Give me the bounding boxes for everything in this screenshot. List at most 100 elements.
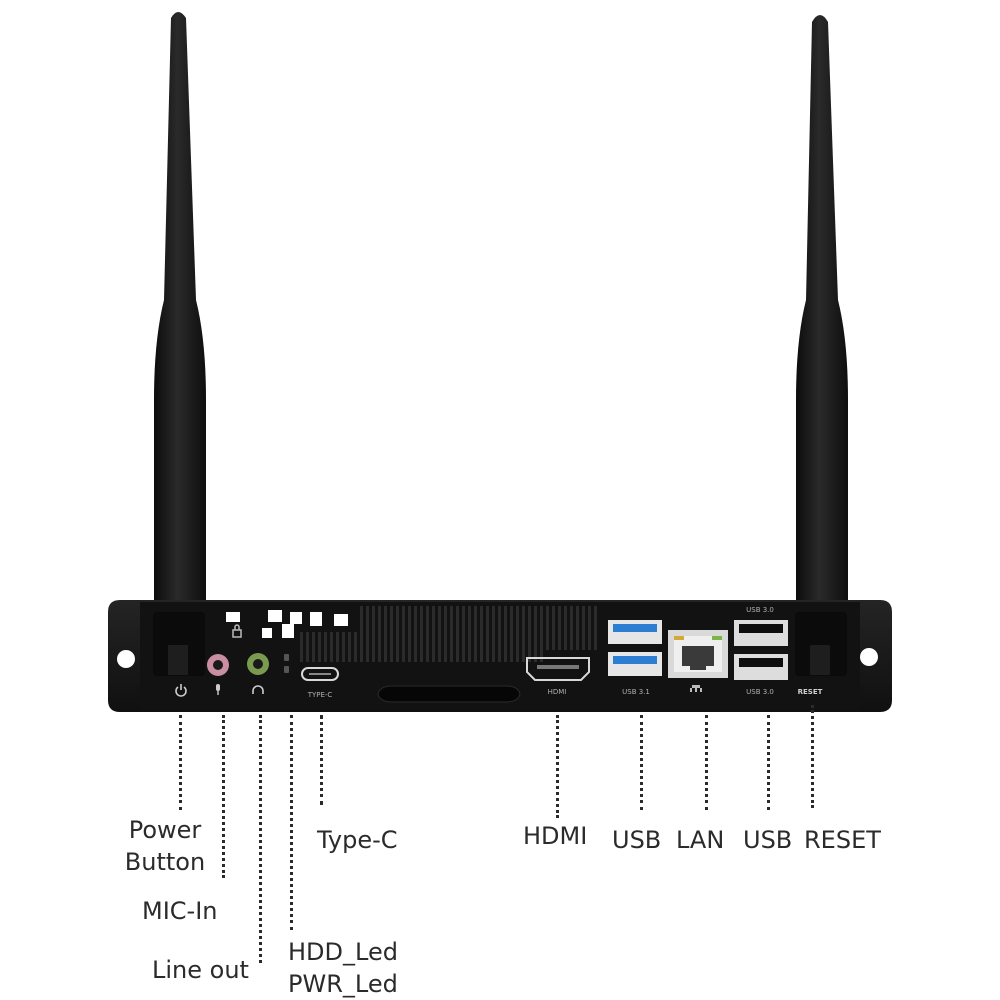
- power-icon: [175, 684, 187, 697]
- vent-slat: [450, 606, 453, 662]
- vent-slat: [594, 606, 597, 650]
- vent-slat: [534, 606, 537, 662]
- label-power-button-line2: Button: [124, 848, 206, 876]
- leader-lan: [705, 715, 708, 810]
- vent-grill: [300, 606, 597, 662]
- hdmi-port: [526, 657, 590, 681]
- panel-text-reset: RESET: [798, 688, 823, 696]
- vent-slat: [396, 606, 399, 662]
- vent-slat: [564, 606, 567, 650]
- vent-slat: [408, 606, 411, 662]
- vent-slat: [462, 606, 465, 662]
- type-c-port: [301, 667, 339, 681]
- pwr-led: [284, 666, 289, 673]
- vent-slat: [360, 606, 363, 662]
- usb-port-blue-bottom: [608, 652, 662, 676]
- left-antenna: [153, 12, 206, 675]
- leader-usb-right: [767, 715, 770, 810]
- vent-slat: [516, 606, 519, 662]
- vent-slat: [522, 606, 525, 662]
- panel-text-usb-top: USB 3.0: [746, 606, 774, 614]
- leader-line-out: [259, 715, 262, 963]
- vent-slat: [474, 606, 477, 662]
- vent-slat: [390, 606, 393, 662]
- vent-slat: [300, 632, 303, 662]
- usb-port-black-top: [734, 620, 788, 646]
- mount-hole-left: [117, 650, 135, 668]
- vent-slat: [348, 632, 351, 662]
- mic-in-jack: [207, 654, 229, 676]
- headphone-icon: [252, 685, 264, 694]
- label-reset: RESET: [804, 826, 881, 854]
- label-line-out: Line out: [152, 956, 249, 984]
- label-usb-left: USB: [612, 826, 662, 854]
- leader-power-button: [179, 715, 182, 810]
- vent-slat: [540, 606, 543, 662]
- panel-text-hdmi: HDMI: [548, 688, 567, 696]
- label-usb-right: USB: [743, 826, 793, 854]
- vent-slat: [330, 632, 333, 662]
- usb-port-black-bottom: [734, 654, 788, 680]
- stand-slot: [377, 685, 521, 703]
- vent-slat: [336, 632, 339, 662]
- vent-slat: [366, 606, 369, 662]
- vent-slat: [582, 606, 585, 650]
- label-lan: LAN: [676, 826, 725, 854]
- vent-slat: [480, 606, 483, 662]
- vent-slat: [468, 606, 471, 662]
- label-power-button-line1: Power: [128, 816, 202, 844]
- vent-slat: [498, 606, 501, 662]
- vent-slat: [378, 606, 381, 662]
- leader-type-c: [320, 715, 323, 805]
- vent-slat: [432, 606, 435, 662]
- vent-slat: [342, 632, 345, 662]
- vent-slat: [528, 606, 531, 662]
- usb-port-blue-top: [608, 620, 662, 644]
- vent-slat: [372, 606, 375, 662]
- vent-slat: [492, 606, 495, 662]
- leader-reset: [811, 705, 814, 808]
- vent-slat: [486, 606, 489, 662]
- vent-slat: [354, 632, 357, 662]
- mic-icon: [216, 684, 220, 695]
- vent-slat: [588, 606, 591, 650]
- vent-slat: [438, 606, 441, 662]
- label-mic-in: MIC-In: [142, 897, 218, 925]
- lan-port: [668, 630, 728, 678]
- leader-leds: [290, 715, 293, 930]
- mount-hole-right: [860, 648, 878, 666]
- vent-slat: [312, 632, 315, 662]
- vent-slat: [444, 606, 447, 662]
- vent-slat: [504, 606, 507, 662]
- leader-hdmi: [556, 715, 559, 818]
- label-type-c: Type-C: [317, 826, 398, 854]
- line-out-jack: [247, 653, 269, 675]
- vent-slat: [552, 606, 555, 650]
- label-hdd-led: HDD_Led: [288, 938, 398, 966]
- vent-slat: [426, 606, 429, 662]
- panel-text-usb-right: USB 3.0: [746, 688, 774, 696]
- label-power-button: Power Button: [115, 814, 215, 878]
- leader-usb-left: [640, 715, 643, 810]
- vent-slat: [510, 606, 513, 662]
- vent-slat: [420, 606, 423, 662]
- vent-slat: [546, 606, 549, 650]
- vent-slat: [414, 606, 417, 662]
- vent-slat: [306, 632, 309, 662]
- label-hdmi: HDMI: [523, 822, 588, 850]
- vent-slat: [456, 606, 459, 662]
- label-pwr-led: PWR_Led: [288, 970, 398, 998]
- vent-slat: [402, 606, 405, 662]
- panel-text-usb-left: USB 3.1: [622, 688, 650, 696]
- panel-text-type-c: TYPE-C: [307, 691, 333, 699]
- vent-slat: [570, 606, 573, 650]
- lock-icon: [232, 624, 242, 638]
- right-antenna: [795, 15, 848, 675]
- leader-mic-in: [222, 715, 225, 878]
- vent-slat: [324, 632, 327, 662]
- vent-slat: [318, 632, 321, 662]
- vent-slat: [576, 606, 579, 650]
- vent-slat: [384, 606, 387, 662]
